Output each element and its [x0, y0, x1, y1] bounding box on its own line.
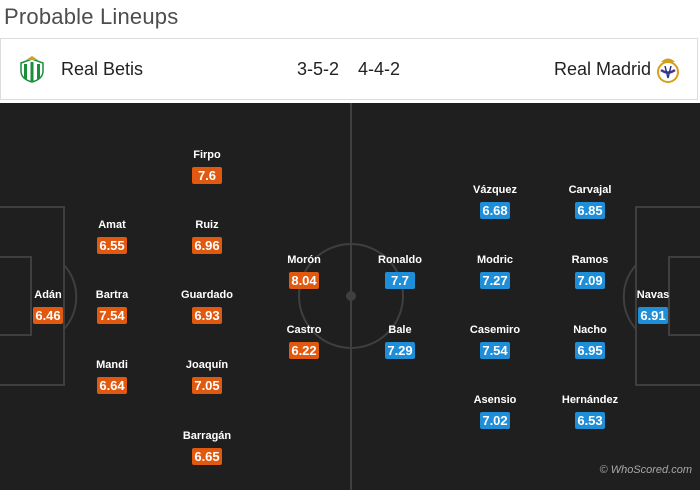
home-team-name: Real Betis	[61, 59, 144, 79]
player-name: Asensio	[473, 394, 517, 406]
player-carvajal[interactable]: Carvajal 6.85	[555, 184, 625, 220]
player-name: Nacho	[573, 324, 607, 336]
player-bartra[interactable]: Bartra 7.54	[77, 289, 147, 325]
player-guardado[interactable]: Guardado 6.93	[172, 289, 242, 325]
real-betis-crest-icon	[20, 56, 44, 83]
player-nacho[interactable]: Nacho 6.95	[555, 324, 625, 360]
player-rating: 6.55	[97, 237, 127, 254]
player-rating: 6.91	[638, 307, 668, 324]
player-asensio[interactable]: Asensio 7.02	[460, 394, 530, 430]
player-name: Navas	[636, 289, 670, 301]
player-rating: 6.95	[575, 342, 605, 359]
pitch-markings	[0, 103, 700, 490]
player-rating: 7.29	[385, 342, 415, 359]
whoscored-watermark: © WhoScored.com	[599, 464, 692, 476]
match-header: Real Betis 3-5-2 4-4-2 Real Madrid	[0, 38, 698, 100]
player-name: Bale	[388, 324, 412, 336]
player-name: Ronaldo	[378, 254, 422, 266]
player-barragan[interactable]: Barragán 6.65	[172, 430, 242, 466]
home-formation: 3-5-2	[297, 59, 340, 79]
player-rating: 7.54	[97, 307, 127, 324]
player-name: Casemiro	[469, 324, 521, 336]
player-name: Barragán	[182, 430, 232, 442]
player-name: Guardado	[181, 289, 233, 301]
player-rating: 6.46	[33, 307, 63, 324]
player-ramos[interactable]: Ramos 7.09	[555, 254, 625, 290]
player-name: Bartra	[95, 289, 129, 301]
player-rating: 7.09	[575, 272, 605, 289]
player-navas[interactable]: Navas 6.91	[618, 289, 688, 325]
player-rating: 6.93	[192, 307, 222, 324]
player-rating: 6.68	[480, 202, 510, 219]
player-name: Firpo	[193, 149, 221, 161]
player-rating: 7.7	[385, 272, 415, 289]
player-name: Morón	[287, 254, 321, 266]
player-rating: 7.05	[192, 377, 222, 394]
player-rating: 6.53	[575, 412, 605, 429]
real-madrid-crest-icon	[657, 58, 679, 83]
player-rating: 6.96	[192, 237, 222, 254]
player-casemiro[interactable]: Casemiro 7.54	[460, 324, 530, 360]
player-vazquez[interactable]: Vázquez 6.68	[460, 184, 530, 220]
player-name: Mandi	[96, 359, 128, 371]
player-rating: 7.27	[480, 272, 510, 289]
player-ruiz[interactable]: Ruiz 6.96	[172, 219, 242, 255]
player-joaquin[interactable]: Joaquín 7.05	[172, 359, 242, 395]
player-mandi[interactable]: Mandi 6.64	[77, 359, 147, 395]
player-ronaldo[interactable]: Ronaldo 7.7	[365, 254, 435, 290]
pitch: Adán 6.46 Amat 6.55 Bartra 7.54 Mandi 6.…	[0, 103, 700, 490]
player-rating: 7.02	[480, 412, 510, 429]
player-name: Hernández	[561, 394, 619, 406]
player-name: Ruiz	[195, 219, 219, 231]
player-rating: 8.04	[289, 272, 319, 289]
player-castro[interactable]: Castro 6.22	[269, 324, 339, 360]
player-hernandez[interactable]: Hernández 6.53	[555, 394, 625, 430]
player-name: Amat	[98, 219, 126, 231]
player-name: Carvajal	[568, 184, 612, 196]
page-title: Probable Lineups	[4, 4, 179, 29]
player-bale[interactable]: Bale 7.29	[365, 324, 435, 360]
away-team-name: Real Madrid	[553, 59, 651, 79]
player-rating: 7.6	[192, 167, 222, 184]
player-amat[interactable]: Amat 6.55	[77, 219, 147, 255]
player-modric[interactable]: Modric 7.27	[460, 254, 530, 290]
player-firpo[interactable]: Firpo 7.6	[172, 149, 242, 185]
player-rating: 6.22	[289, 342, 319, 359]
player-rating: 6.64	[97, 377, 127, 394]
player-adan[interactable]: Adán 6.46	[13, 289, 83, 325]
away-formation: 4-4-2	[358, 59, 401, 79]
player-name: Adán	[34, 289, 62, 301]
player-name: Ramos	[571, 254, 609, 266]
player-name: Castro	[286, 324, 322, 336]
player-moron[interactable]: Morón 8.04	[269, 254, 339, 290]
player-rating: 6.65	[192, 448, 222, 465]
player-rating: 7.54	[480, 342, 510, 359]
player-name: Modric	[476, 254, 514, 266]
player-name: Vázquez	[472, 184, 517, 196]
player-rating: 6.85	[575, 202, 605, 219]
player-name: Joaquín	[185, 359, 229, 371]
